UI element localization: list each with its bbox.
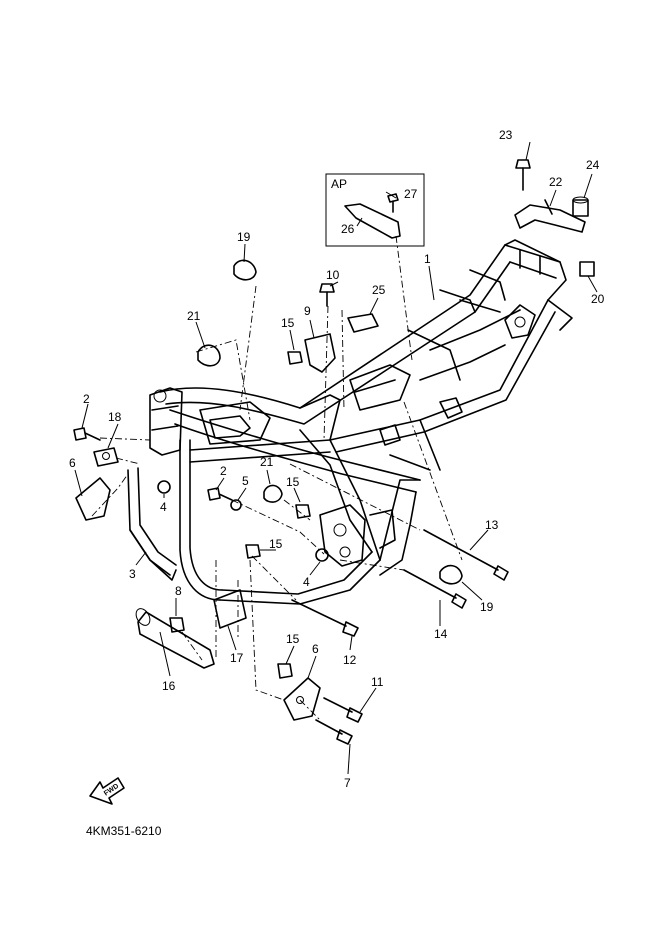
callout-13: 13: [485, 518, 499, 532]
part-11-bolt: [323, 697, 363, 723]
callout-2: 2: [83, 392, 90, 406]
part-16-crossmember: [135, 608, 215, 669]
callout-25: 25: [372, 283, 386, 297]
part-14-bolt: [403, 569, 467, 609]
part-17-plate: [213, 589, 247, 629]
callout-19: 19: [237, 230, 251, 244]
part-20-grommet: [579, 261, 595, 277]
callout-3: 3: [129, 567, 136, 581]
part-15-nut-low: [245, 544, 261, 559]
part-22-bracket: [514, 199, 586, 233]
part-5-washer: [230, 499, 242, 511]
reference-lines: [91, 235, 463, 721]
part-3-bracket: [129, 529, 177, 581]
callout-5: 5: [242, 474, 249, 488]
part-6-bracket-left: [75, 477, 111, 521]
callout-7: 7: [344, 776, 351, 790]
callout-17: 17: [230, 651, 244, 665]
callout-19: 19: [480, 600, 494, 614]
callout-27: 27: [404, 187, 418, 201]
callout-24: 24: [586, 158, 600, 172]
part-6-bracket-bottom: [283, 677, 321, 721]
callout-1: 1: [424, 252, 431, 266]
callout-21: 21: [187, 309, 201, 323]
inset-ap-label: AP: [331, 177, 347, 191]
part-4-nut-left: [157, 480, 171, 494]
callout-23: 23: [499, 128, 513, 142]
inset-ap: AP: [325, 173, 425, 247]
part-24-damper: [572, 196, 589, 217]
part-25-plate: [347, 313, 379, 333]
part-19-clamp-top: [233, 259, 257, 281]
callout-2: 2: [220, 464, 227, 478]
part-15-nut-mid: [295, 504, 311, 519]
callout-11: 11: [371, 675, 384, 689]
leader-lines: [74, 141, 598, 775]
part-12-bolt: [291, 599, 359, 637]
part-9-bracket: [304, 333, 336, 373]
callout-15: 15: [281, 316, 295, 330]
part-10-bolt: [319, 283, 335, 307]
callout-6: 6: [69, 456, 76, 470]
part-15-nut-top: [287, 351, 303, 365]
drawing-code: 4KM351-6210: [86, 824, 162, 838]
callout-15: 15: [286, 632, 300, 646]
callout-8: 8: [175, 584, 182, 598]
forward-direction-arrow: FWD: [89, 777, 125, 805]
part-21-clamp-top: [197, 344, 221, 367]
callout-10: 10: [326, 268, 340, 282]
callout-9: 9: [304, 304, 311, 318]
callout-26: 26: [341, 222, 355, 236]
part-2-bolt-left: [73, 427, 101, 441]
part-2-bolt-mid: [207, 487, 233, 501]
callout-18: 18: [108, 410, 122, 424]
callout-15: 15: [286, 475, 300, 489]
part-7-bolt: [315, 719, 353, 745]
callout-6: 6: [312, 642, 319, 656]
part-13-bolt: [423, 529, 509, 581]
part-23-bolt: [515, 159, 531, 191]
part-19-clamp-mid: [439, 564, 463, 585]
part-18-plate: [93, 447, 119, 467]
part-21-clamp-mid: [263, 484, 283, 503]
callout-4: 4: [160, 500, 167, 514]
callout-15: 15: [269, 537, 283, 551]
callout-21: 21: [260, 455, 274, 469]
callout-labels: 1 2 2 3 4 4 5 6 6 7 8 9 10 11 12 13 14 1…: [69, 128, 605, 790]
callout-20: 20: [591, 292, 605, 306]
callout-12: 12: [343, 653, 357, 667]
main-frame: [127, 239, 573, 605]
callout-14: 14: [434, 627, 448, 641]
callout-4: 4: [303, 575, 310, 589]
callout-22: 22: [549, 175, 563, 189]
callout-16: 16: [162, 679, 176, 693]
part-4-nut-right: [315, 548, 329, 562]
part-15-nut-bottom: [277, 663, 293, 679]
